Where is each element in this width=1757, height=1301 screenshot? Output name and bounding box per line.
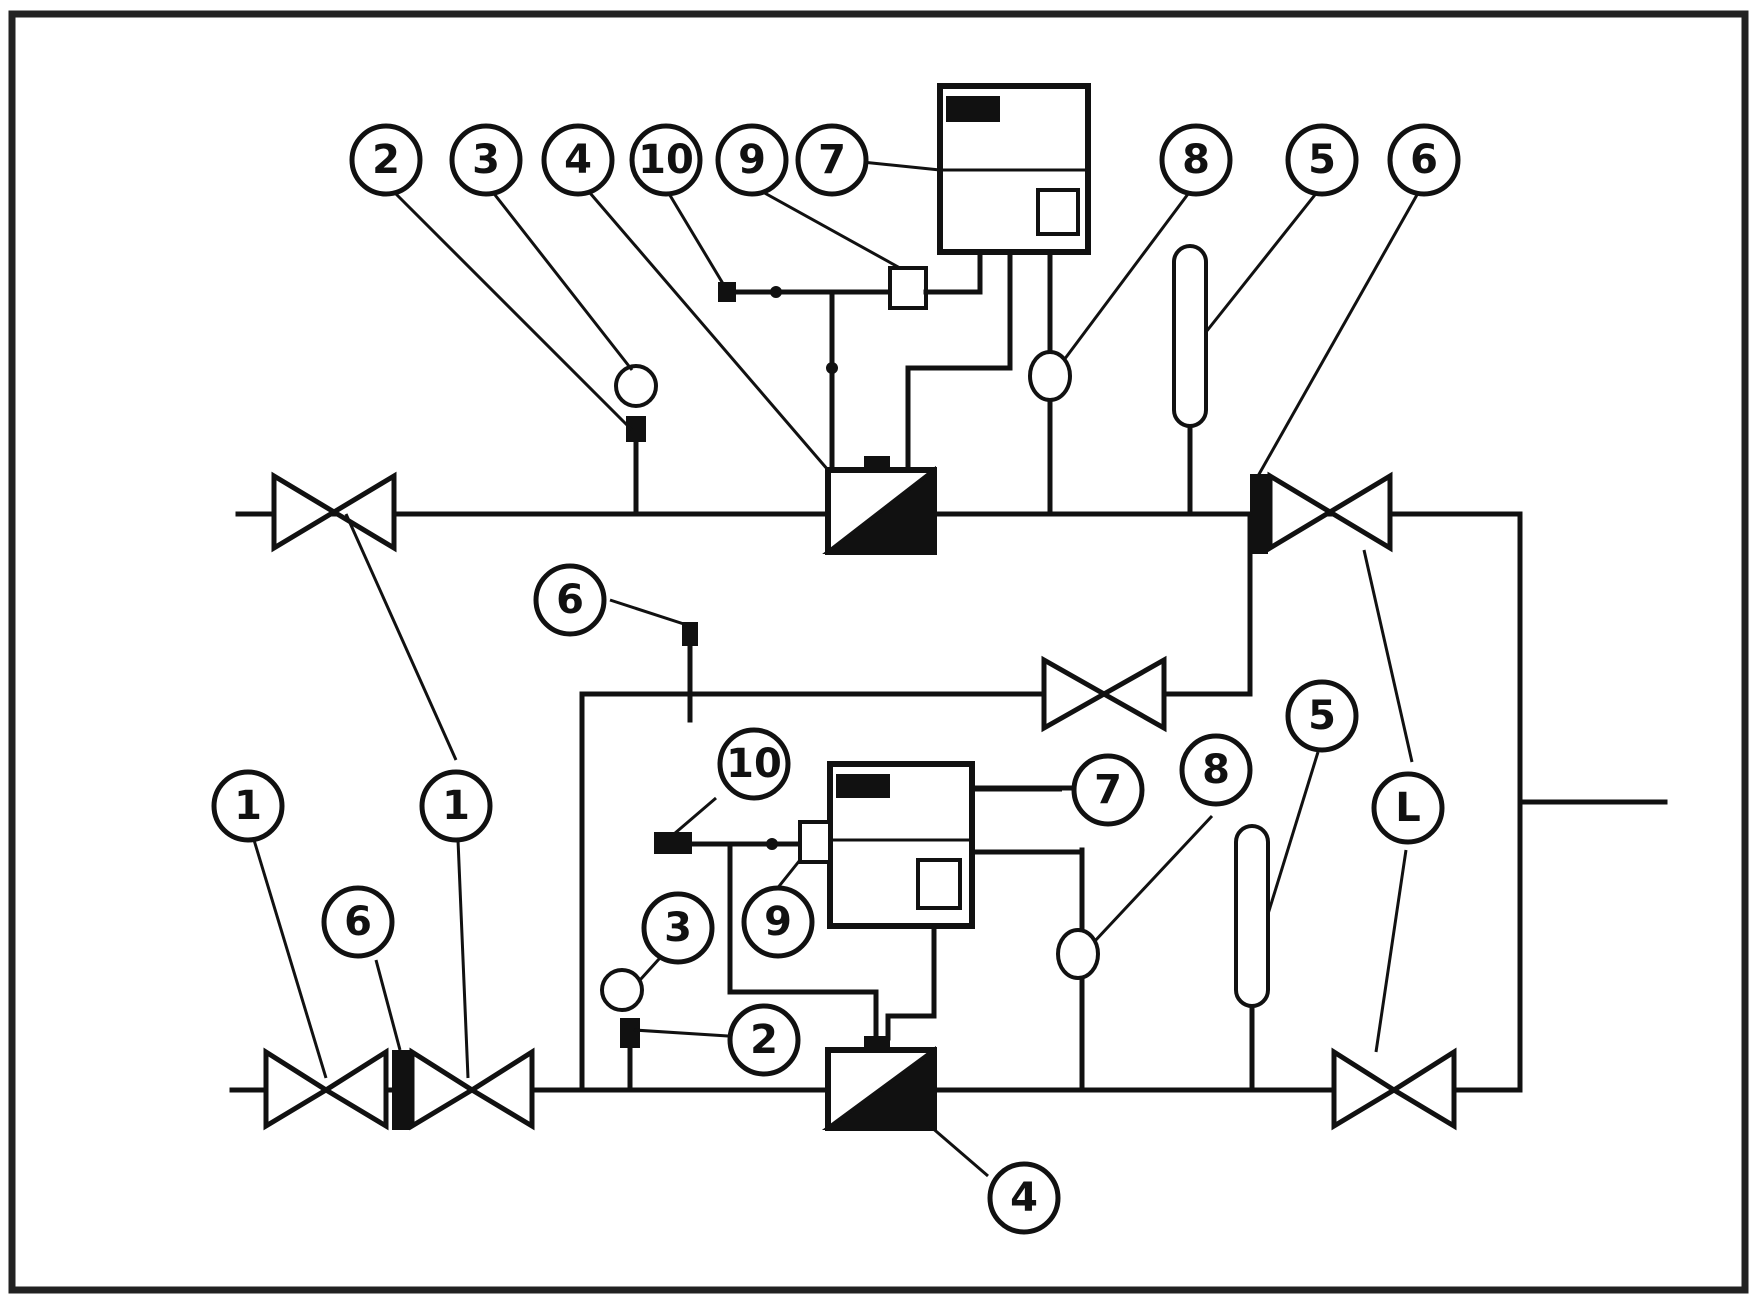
top-branch-equipment [614,83,1208,555]
callout-7-top: 7 [795,123,869,197]
svg-text:3: 3 [664,905,692,951]
bottom-pressure-gauge [600,968,644,1012]
svg-text:6: 6 [344,899,372,945]
svg-text:1: 1 [442,783,470,829]
callout-3-bottom: 3 [641,891,715,965]
callout-1-left: 1 [211,769,285,843]
svg-text:5: 5 [1308,693,1336,739]
svg-text:9: 9 [764,899,792,945]
top-insulating-flange [1250,474,1268,554]
top-filter [1172,244,1208,428]
callout-5-bottom: 5 [1285,679,1359,753]
bottom-controller-display [836,774,890,798]
callout-7-bottom: 7 [1071,753,1145,827]
top-regulator [822,456,937,555]
svg-text:9: 9 [738,137,766,183]
bypass-pipe [579,511,1253,1093]
svg-text:4: 4 [1010,1175,1038,1221]
callout-6-top: 6 [1387,123,1461,197]
bottom-filter [1234,824,1270,1008]
callout-6-mid: 6 [533,563,607,637]
bypass-valve [1041,655,1167,733]
callout-5-top: 5 [1285,123,1359,197]
svg-text:L: L [1395,785,1421,831]
callout-10-bottom: 10 [717,727,791,801]
top-gauge-valve [626,416,646,442]
top-thermometer [1028,350,1072,402]
bottom-controller-window [916,858,962,910]
top-pulse-line [905,249,1013,473]
bottom-transducer [798,820,832,864]
svg-text:10: 10 [638,137,694,183]
top-controller-window [1036,188,1080,236]
top-controller-display [946,96,1000,122]
callout-2-bottom: 2 [727,1003,801,1077]
bottom-inlet-valve-b [409,1047,535,1131]
callout-3-top: 3 [449,123,523,197]
top-outlet-valve [1267,471,1393,553]
callout-L: L [1371,771,1445,845]
bottom-sensor-tip [654,832,692,854]
callout-9-bottom: 9 [741,885,815,959]
callout-8-bottom: 8 [1179,733,1253,807]
svg-text:3: 3 [472,137,500,183]
bottom-inlet-valve-a [263,1047,389,1131]
bottom-insulating-flange [392,1050,410,1130]
bypass-sensor [682,622,698,646]
bottom-outlet-valve [1331,1047,1457,1131]
svg-text:8: 8 [1182,137,1210,183]
svg-text:7: 7 [1094,767,1122,813]
svg-text:5: 5 [1308,137,1336,183]
svg-text:6: 6 [1410,137,1438,183]
leader-lines [252,160,1424,1178]
callout-8-top: 8 [1159,123,1233,197]
svg-text:10: 10 [726,741,782,787]
top-pressure-gauge [614,364,658,408]
callout-1-right: 1 [419,769,493,843]
svg-text:1: 1 [234,783,262,829]
bottom-regulator [821,1036,937,1131]
bottom-gauge-valve [620,1018,640,1048]
svg-text:8: 8 [1202,747,1230,793]
callout-10-top: 10 [629,123,703,197]
top-transducer [888,266,928,310]
bottom-thermometer [1056,928,1100,980]
callout-4-top: 4 [541,123,615,197]
valves [263,471,1457,1131]
svg-text:7: 7 [818,137,846,183]
svg-text:6: 6 [556,577,584,623]
callouts: 2 3 4 10 9 7 8 5 6 6 10 7 8 5 L 1 1 6 3 … [211,123,1461,1235]
bottom-pulse-line [885,923,937,1041]
svg-text:4: 4 [564,137,592,183]
top-inlet-valve [271,471,397,553]
callout-6-bottom: 6 [321,885,395,959]
svg-text:2: 2 [372,137,400,183]
bottom-branch-equipment [600,622,1270,1131]
callout-9-top: 9 [715,123,789,197]
callout-4-bottom: 4 [987,1161,1061,1235]
callout-2-top: 2 [349,123,423,197]
svg-text:2: 2 [750,1017,778,1063]
